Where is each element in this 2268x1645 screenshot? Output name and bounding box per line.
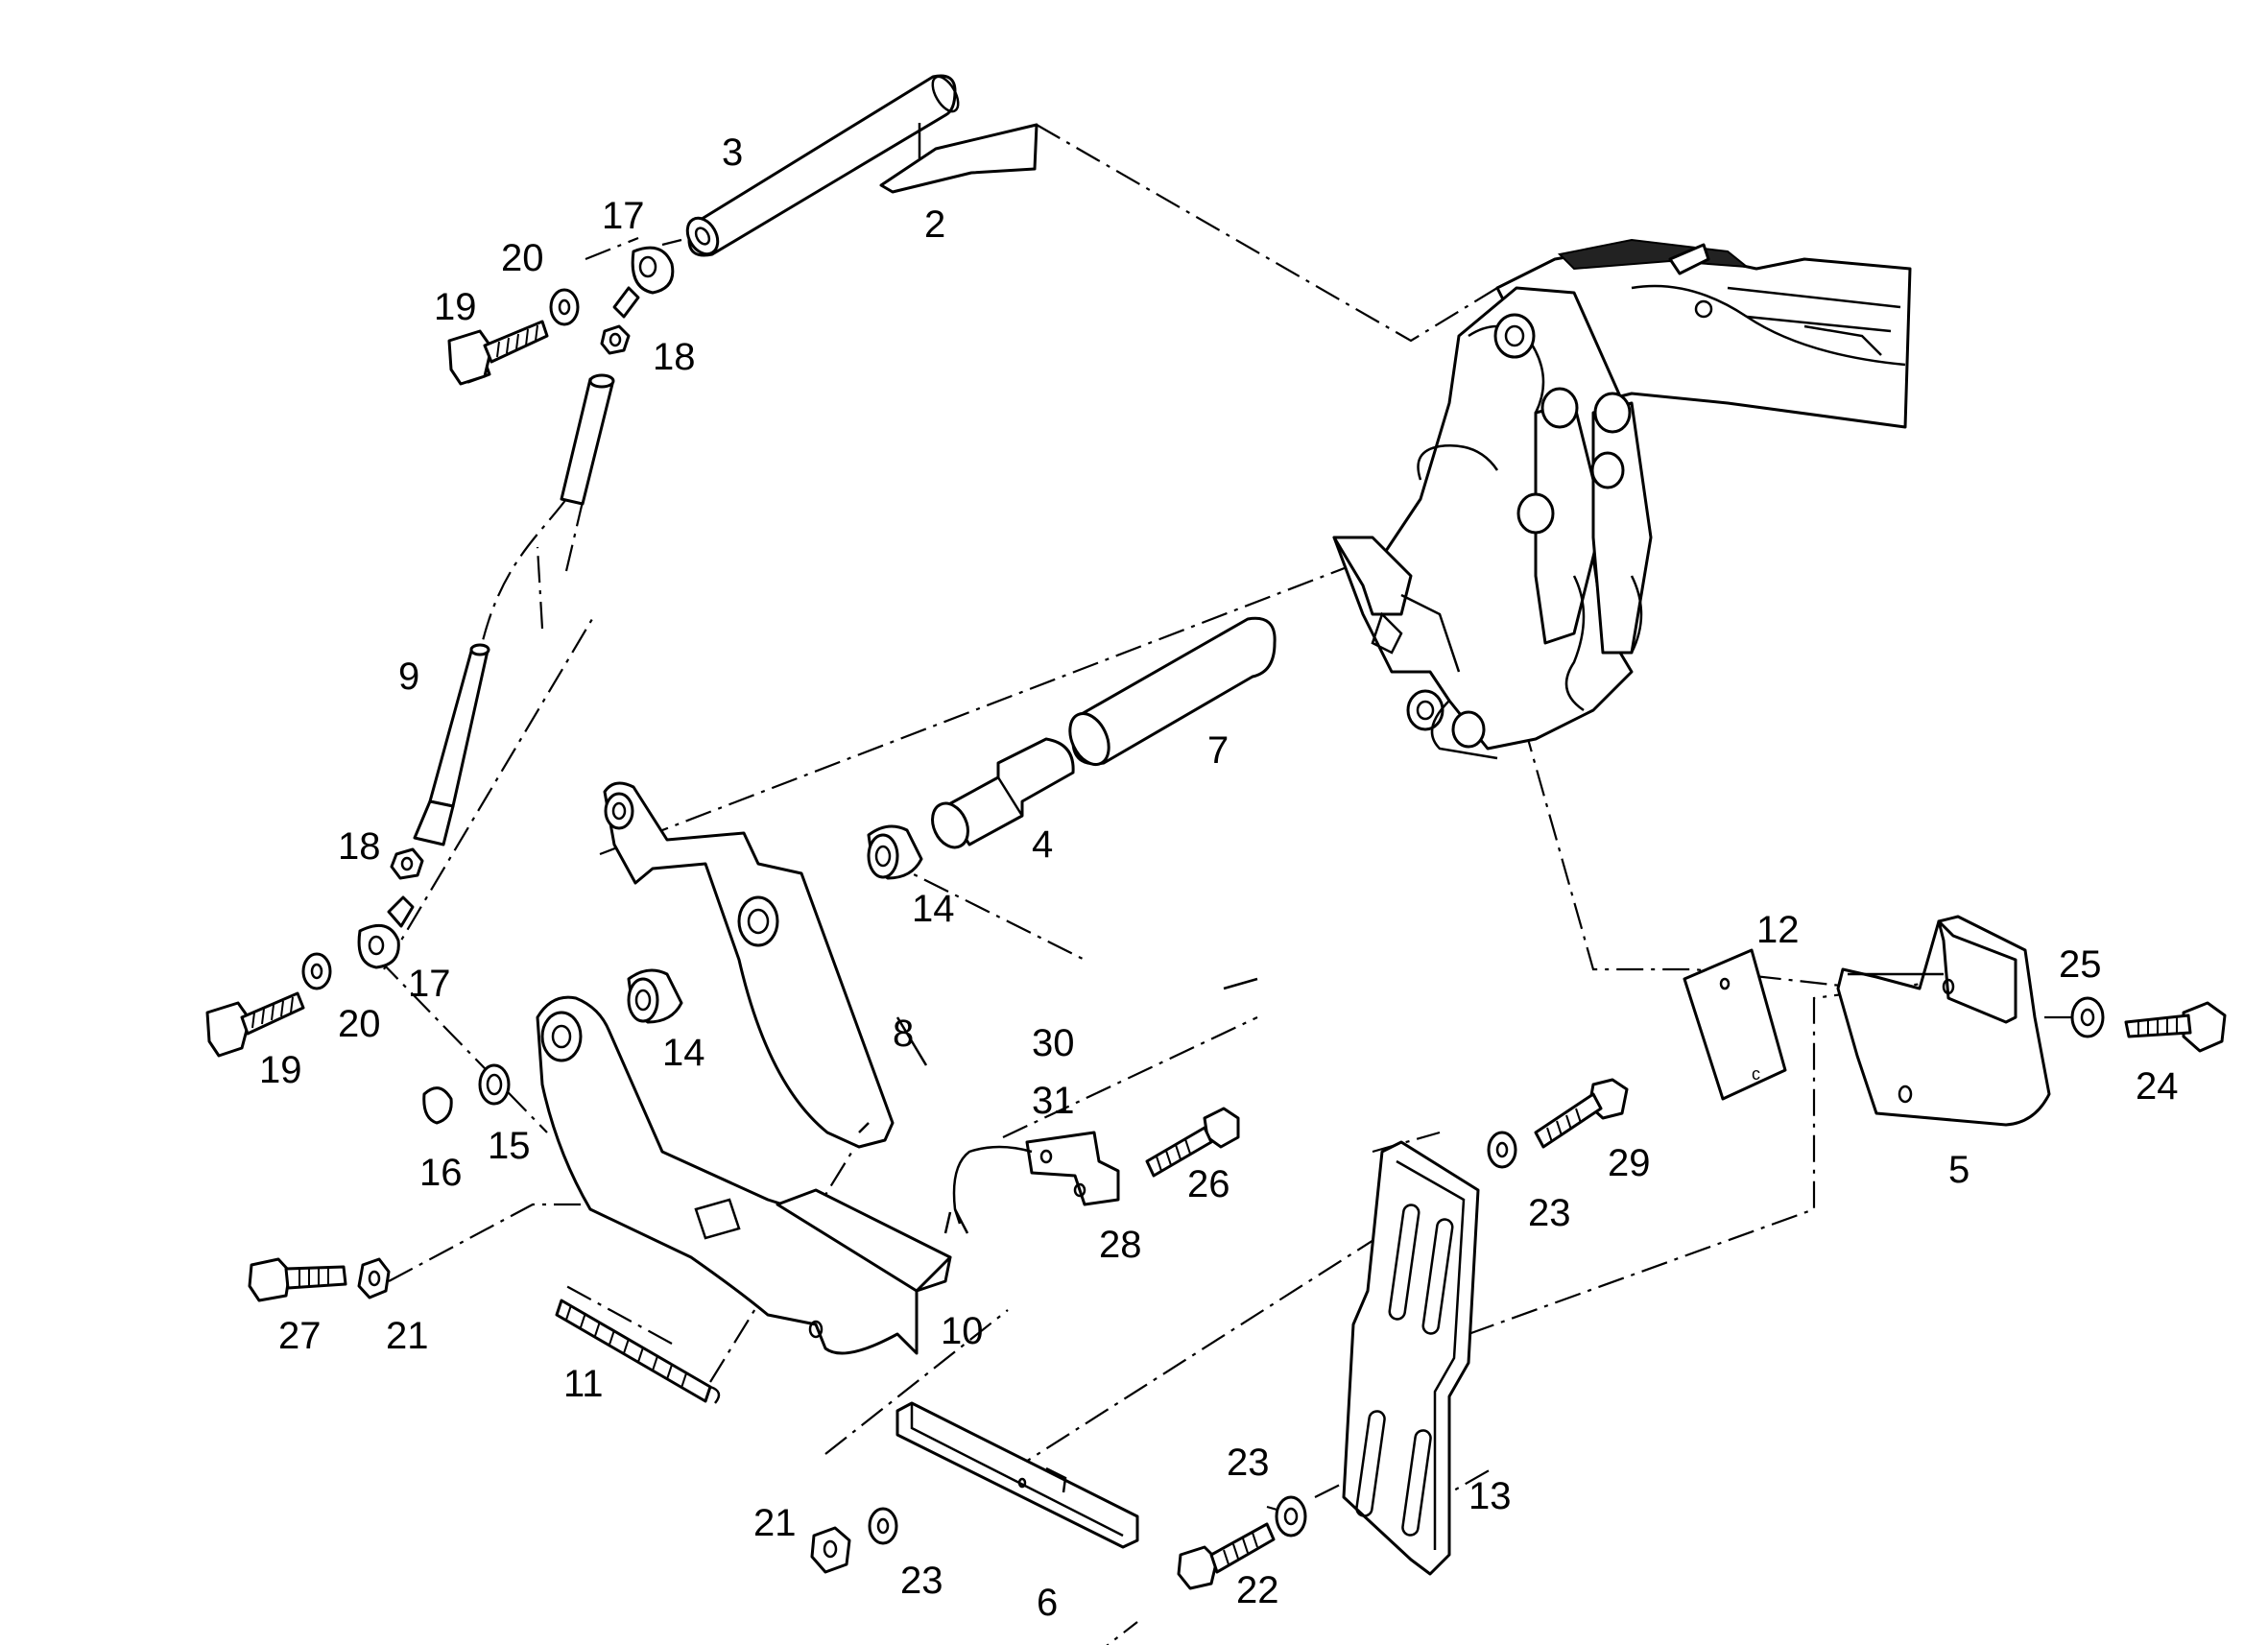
part-21-nut-lower — [810, 1526, 851, 1574]
part-3-tube — [685, 74, 960, 257]
callout-21-lower: 21 — [753, 1502, 797, 1544]
callout-22: 22 — [1236, 1569, 1279, 1611]
callout-14-lower: 14 — [662, 1032, 705, 1074]
callout-17-upper: 17 — [602, 195, 645, 237]
callout-27: 27 — [278, 1315, 322, 1357]
callout-5: 5 — [1948, 1149, 1970, 1191]
part-9-rod-upper — [560, 373, 615, 506]
part-8-bracket-plate — [603, 781, 895, 1149]
part-19-bolt-top — [447, 320, 549, 386]
part-9-rod-lower — [413, 643, 490, 846]
callout-19-upper: 19 — [434, 286, 477, 328]
loader-frame-assembly — [1332, 238, 1912, 760]
callout-28: 28 — [1099, 1224, 1142, 1266]
callout-31: 31 — [1032, 1080, 1075, 1122]
part-23-washer-right — [1487, 1131, 1517, 1169]
callout-11: 11 — [563, 1363, 604, 1405]
part-12-small-plate: c — [1683, 948, 1787, 1101]
part-14-bushing-lower — [627, 968, 683, 1024]
part-13-slotted-plate — [1342, 1140, 1480, 1576]
part-7-sleeve — [1068, 616, 1277, 766]
part-4-pin — [931, 737, 1075, 849]
callout-21-left: 21 — [386, 1315, 429, 1357]
callout-24: 24 — [2136, 1065, 2179, 1108]
callout-6: 6 — [1037, 1582, 1058, 1624]
part-16-retaining-ring — [422, 1086, 453, 1125]
callout-30: 30 — [1032, 1022, 1075, 1064]
callout-19-lower: 19 — [259, 1049, 302, 1091]
part-23-washer-left — [868, 1507, 898, 1545]
part-2-bracket — [879, 123, 1039, 194]
part-24-bolt — [2124, 1001, 2227, 1053]
part-30-31-sensor-cable — [943, 1131, 1120, 1234]
part-20-washer-lower — [301, 952, 332, 990]
part-11-spring — [555, 1299, 721, 1404]
callout-20-lower: 20 — [338, 1003, 381, 1045]
callout-9: 9 — [398, 656, 419, 698]
callout-18-lower: 18 — [338, 825, 381, 868]
part-20-washer-top — [549, 288, 580, 326]
callout-23-right: 23 — [1528, 1192, 1571, 1234]
callout-29: 29 — [1608, 1142, 1651, 1184]
part-18-nut-top — [600, 324, 631, 355]
part-23-washer-lower — [1275, 1495, 1307, 1538]
part-25-washer — [2070, 996, 2105, 1038]
callout-2: 2 — [924, 203, 945, 246]
callout-13: 13 — [1468, 1475, 1512, 1517]
callout-labels: 2 3 4 5 6 7 8 9 10 11 12 13 14 14 15 16 … — [259, 131, 2179, 1624]
part-6-bar-plate — [895, 1401, 1139, 1549]
part-15-washer — [478, 1063, 511, 1106]
callout-16: 16 — [419, 1152, 463, 1194]
callout-25: 25 — [2059, 943, 2102, 986]
callout-7: 7 — [1207, 729, 1229, 772]
part-5-bracket — [1836, 915, 2051, 1127]
callout-8: 8 — [893, 1013, 914, 1055]
part-29-bolt — [1534, 1078, 1629, 1149]
callout-14-upper: 14 — [912, 888, 955, 930]
part-17-eye-fitting-lower — [357, 895, 415, 969]
callout-10: 10 — [941, 1310, 984, 1352]
part-10-lever-arm — [536, 995, 952, 1355]
part-27-bolt — [248, 1257, 347, 1302]
callout-17-lower: 17 — [408, 963, 451, 1005]
part-26-bolt — [1145, 1107, 1240, 1178]
callout-23-mid: 23 — [1227, 1442, 1270, 1484]
callout-4: 4 — [1032, 823, 1053, 866]
callout-3: 3 — [722, 131, 743, 174]
callout-26: 26 — [1187, 1163, 1230, 1205]
part-21-nut-left — [357, 1257, 391, 1299]
part-22-bolt — [1177, 1522, 1276, 1590]
callout-12: 12 — [1756, 909, 1800, 951]
part-14-bushing-upper — [867, 824, 923, 880]
part-19-bolt-lower — [205, 991, 305, 1058]
callout-23-lower: 23 — [900, 1560, 943, 1602]
svg-text:c: c — [1752, 1064, 1760, 1084]
callout-18-upper: 18 — [653, 336, 696, 378]
part-18-nut-lower — [390, 847, 424, 880]
part-17-eye-fitting-top — [612, 246, 675, 319]
callout-15: 15 — [488, 1125, 531, 1167]
callout-20-upper: 20 — [501, 237, 544, 279]
